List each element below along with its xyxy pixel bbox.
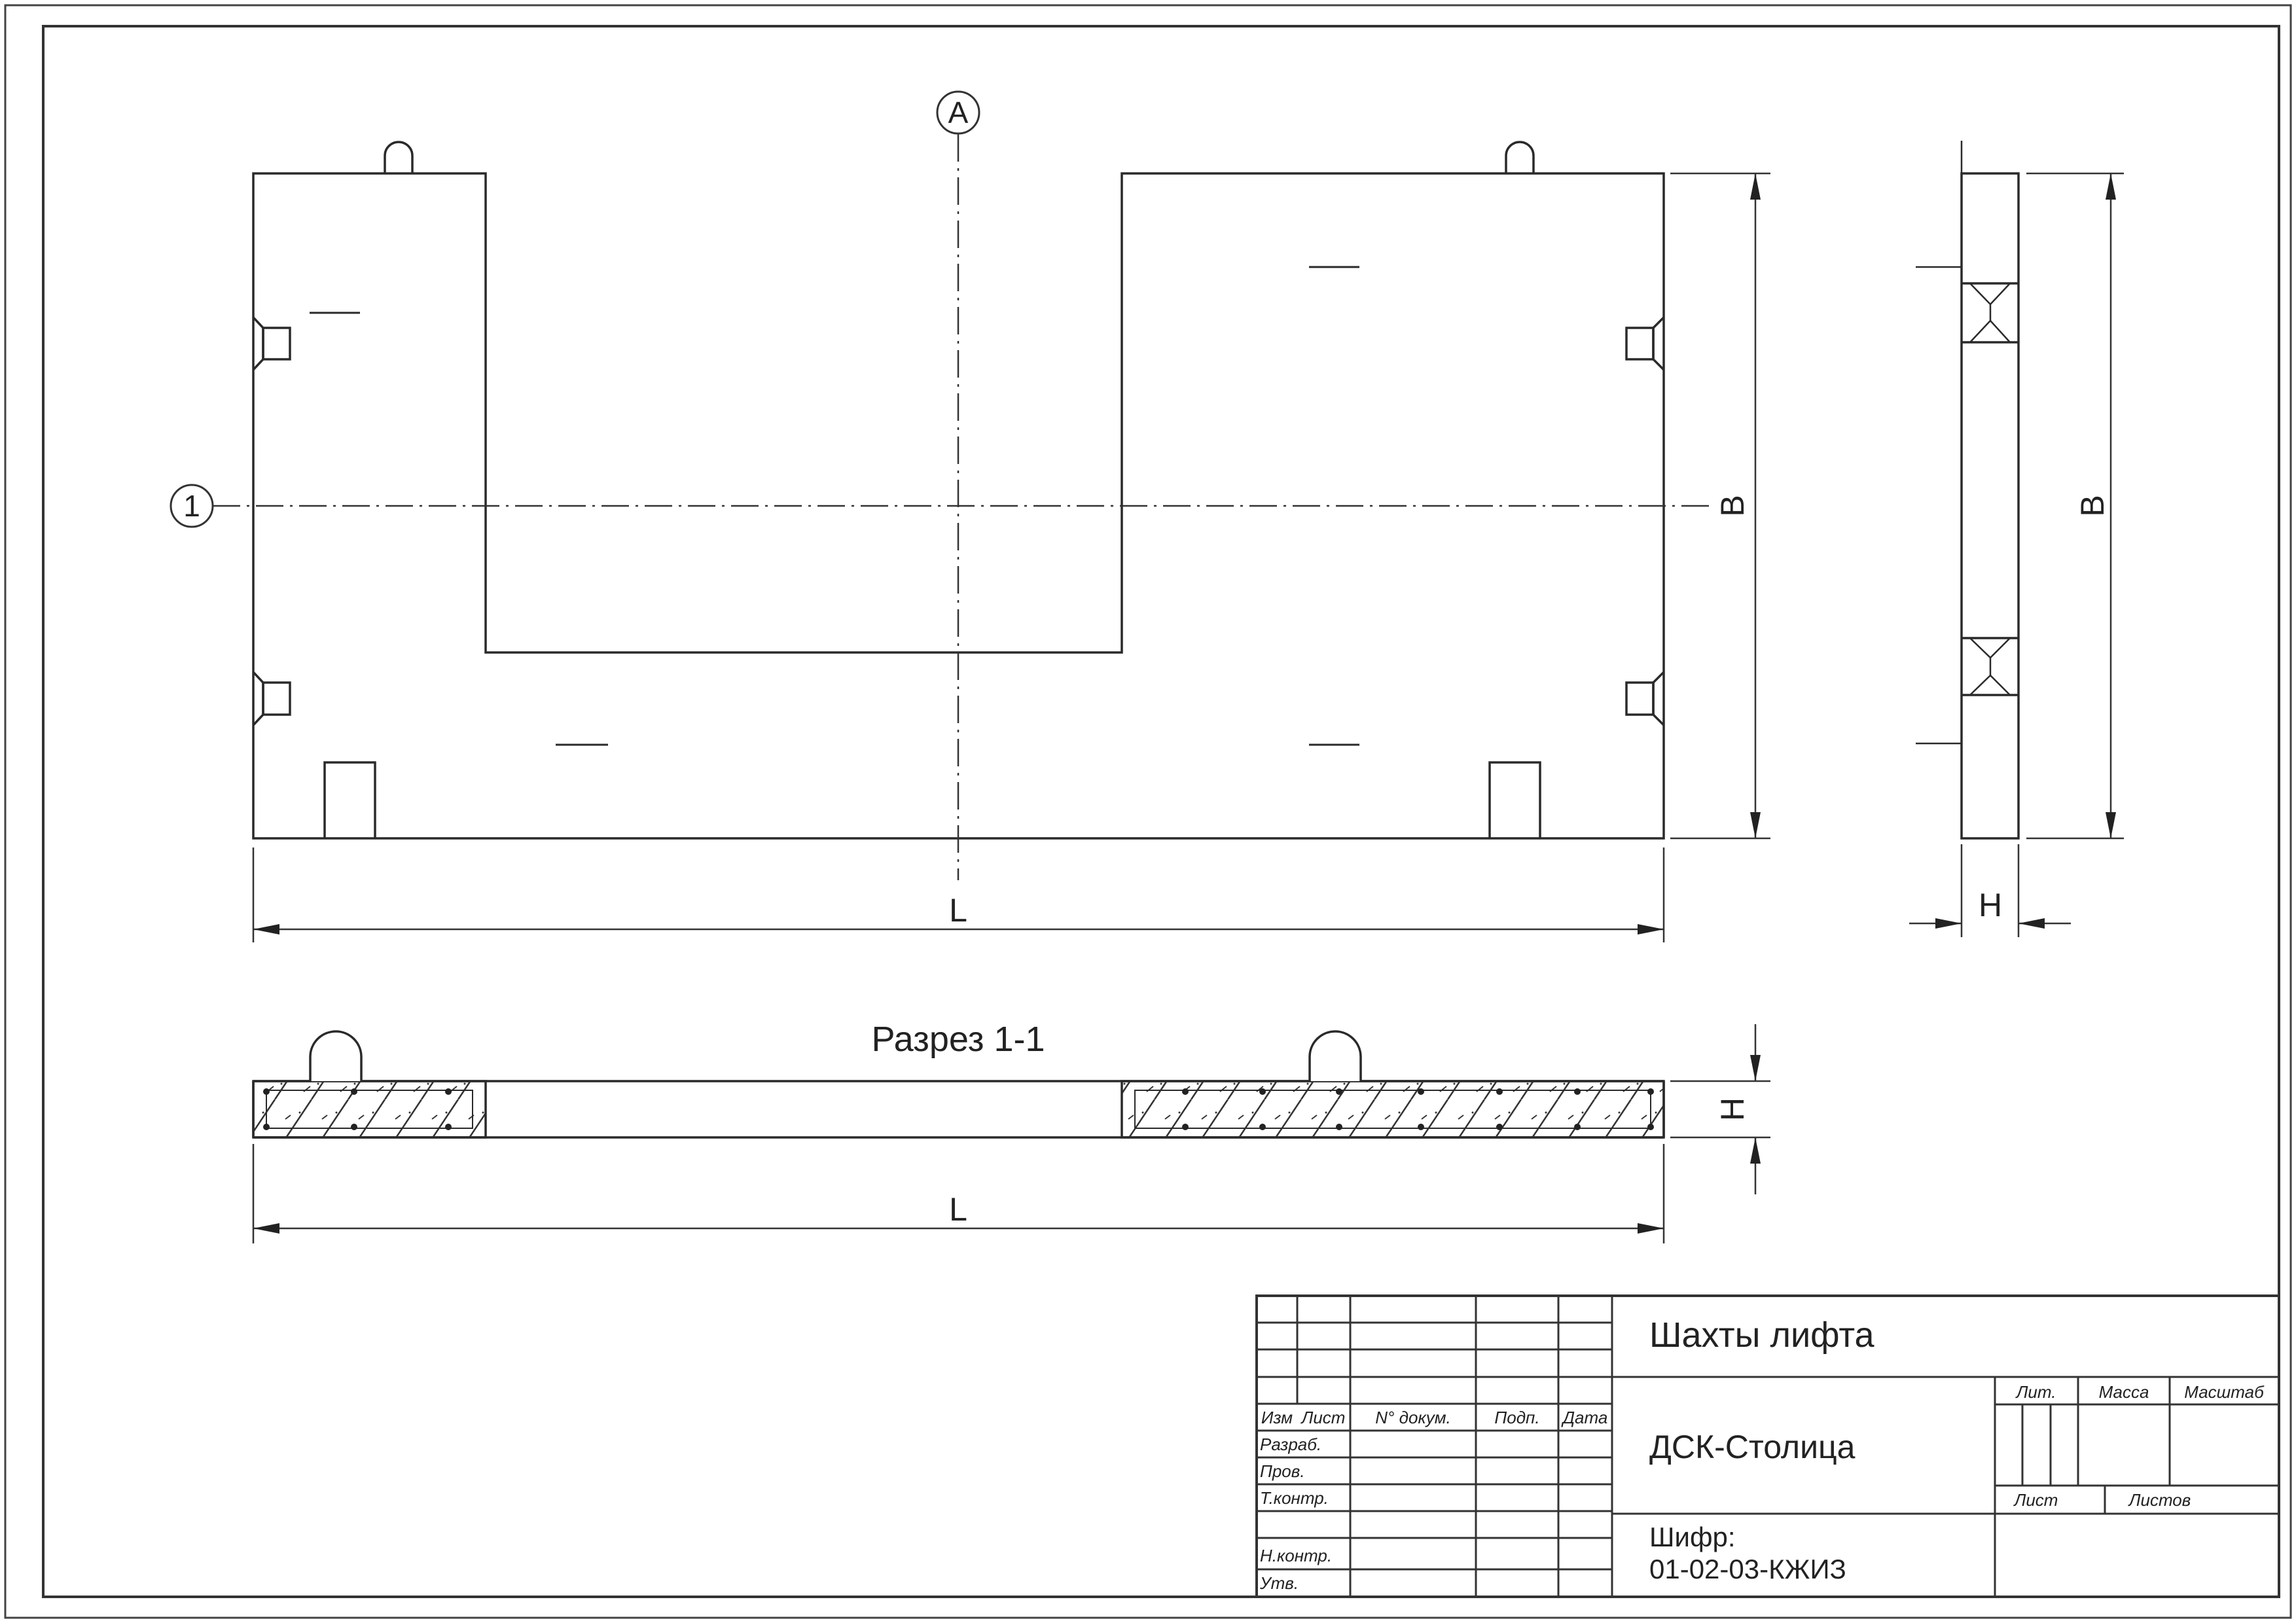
header-list: Лист — [1300, 1408, 1346, 1427]
role-developer: Разраб. — [1260, 1435, 1321, 1454]
side-socket-top — [1962, 282, 2018, 344]
lifting-loop-left — [384, 141, 414, 173]
scale-label: Масштаб — [2184, 1382, 2265, 1402]
lit-label: Лит. — [2015, 1382, 2056, 1402]
project-title: Шахты лифта — [1649, 1315, 1875, 1355]
section-dimension-H-label: H — [1714, 1097, 1751, 1121]
section-loop-right — [1308, 1030, 1362, 1081]
plan-dimension-L-label: L — [949, 892, 967, 929]
role-checker: Пров. — [1260, 1461, 1305, 1481]
role-tech-control: Т.контр. — [1260, 1488, 1329, 1508]
header-sign: Подп. — [1494, 1408, 1539, 1427]
sheet-trim-border — [4, 4, 2292, 1619]
bottom-pocket-left — [323, 761, 376, 838]
plan-view — [252, 141, 1665, 840]
side-socket-right-top — [1625, 316, 1665, 371]
section-view — [252, 1030, 1665, 1139]
section-title: Разрез 1-1 — [871, 1020, 1045, 1059]
side-dimension-H-label: H — [1979, 887, 2002, 923]
section-dimension-H — [1670, 1024, 1770, 1194]
mass-label: Масса — [2099, 1382, 2149, 1402]
axis-A-label: A — [948, 96, 969, 130]
sheet-label: Лист — [2013, 1490, 2058, 1510]
cipher-label: Шифр: — [1649, 1522, 1736, 1552]
bottom-pocket-right — [1488, 761, 1541, 838]
cipher-value: 01-02-03-КЖИЗ — [1649, 1554, 1846, 1584]
section-dimension-L-label: L — [949, 1191, 967, 1228]
header-izm: Изм — [1261, 1408, 1293, 1427]
side-dimension-H — [1909, 844, 2071, 937]
side-view-outline — [1960, 172, 2020, 840]
side-dimension-B-label: B — [2074, 495, 2111, 516]
section-loop-left — [309, 1030, 363, 1081]
lifting-loop-right — [1505, 141, 1535, 173]
title-block: Изм Лист N° докум. Подп. Дата Разраб. Пр… — [1255, 1294, 2280, 1598]
header-doc-no: N° докум. — [1375, 1408, 1451, 1427]
organization-name: ДСК-Столица — [1649, 1429, 1856, 1465]
section-solid-right — [1121, 1080, 1665, 1139]
role-norm-control: Н.контр. — [1260, 1546, 1332, 1565]
role-approved: Утв. — [1259, 1573, 1299, 1593]
side-socket-right-bottom — [1625, 671, 1665, 726]
header-date: Дата — [1561, 1408, 1608, 1427]
axis-A-bubble — [936, 90, 980, 135]
panel-outline — [252, 172, 1665, 840]
side-socket-left-top — [252, 316, 291, 371]
axis-1-label: 1 — [183, 489, 200, 523]
plan-dimension-B-label: B — [1714, 495, 1751, 516]
sheet-frame — [42, 25, 2280, 1598]
side-socket-left-bottom — [252, 671, 291, 726]
plan-dimension-L — [252, 847, 1665, 942]
side-view — [1916, 141, 2020, 840]
side-dimension-B — [2026, 172, 2124, 840]
sheets-label: Листов — [2128, 1490, 2191, 1510]
axis-1-bubble — [170, 484, 214, 528]
side-socket-bottom — [1962, 637, 2018, 696]
section-dimension-L — [252, 1144, 1665, 1243]
rebar-dots — [263, 1088, 1654, 1130]
plan-dimension-B — [1670, 172, 1770, 840]
